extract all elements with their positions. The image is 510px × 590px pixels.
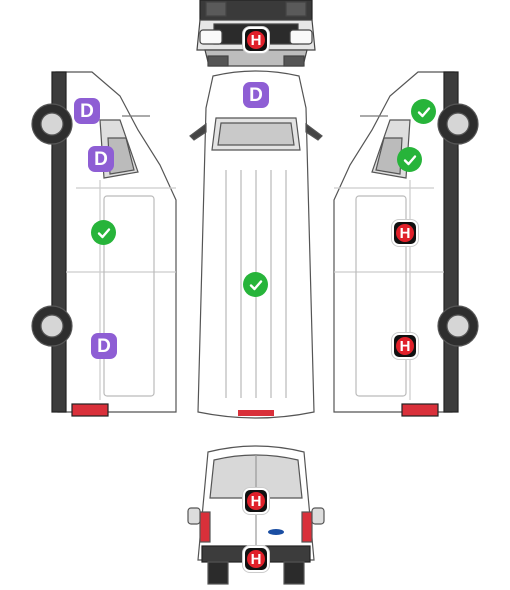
check-icon <box>249 279 262 290</box>
hail-marker-rear-doors[interactable]: H <box>243 488 269 514</box>
van-left-side-view <box>31 71 177 417</box>
ok-marker-roof-panel[interactable] <box>243 272 268 297</box>
hail-marker-right-side-panel[interactable]: H <box>392 220 418 246</box>
damage-marker-left-rear-panel[interactable]: D <box>91 333 117 359</box>
check-icon <box>97 227 110 238</box>
check-icon <box>403 154 416 165</box>
ok-marker-right-mirror[interactable] <box>411 99 436 124</box>
ok-marker-right-front-door[interactable] <box>397 147 422 172</box>
check-icon <box>417 106 430 117</box>
damage-marker-left-front-door[interactable]: D <box>88 146 114 172</box>
damage-marker-roof-front[interactable]: D <box>243 82 269 108</box>
damage-marker-left-mirror[interactable]: D <box>74 98 100 124</box>
hail-marker-front-grille[interactable]: H <box>243 27 269 53</box>
ok-marker-left-side-panel[interactable] <box>91 220 116 245</box>
hail-marker-right-rear-panel[interactable]: H <box>392 333 418 359</box>
hail-marker-rear-bumper[interactable]: H <box>243 546 269 572</box>
van-roof-view <box>189 70 323 419</box>
